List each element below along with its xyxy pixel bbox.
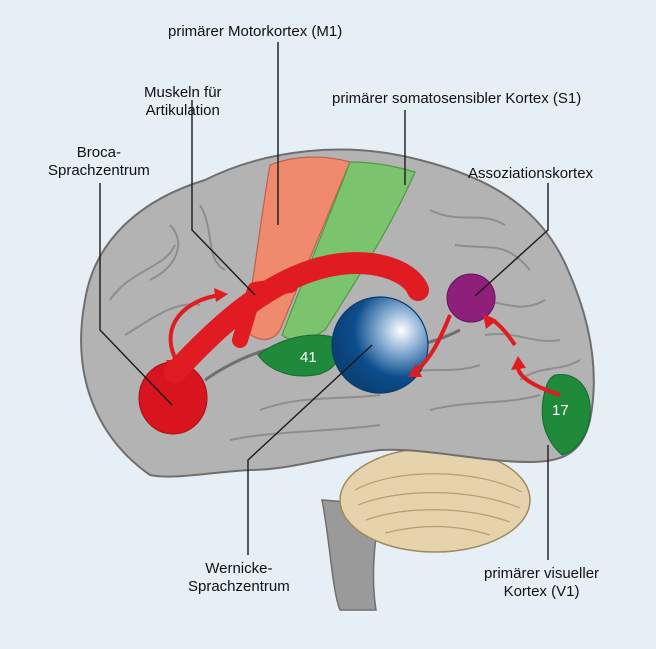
- area-number-41: 41: [300, 349, 317, 366]
- label-broca-line1: Broca-: [48, 144, 150, 162]
- label-articulation-muscles: Muskeln für Artikulation: [144, 84, 222, 120]
- label-motor-cortex: primärer Motorkortex (M1): [168, 23, 342, 41]
- wernicke-area: [332, 297, 428, 393]
- area-number-17: 17: [552, 402, 569, 419]
- cerebellum: [340, 448, 530, 552]
- label-wernicke-line1: Wernicke-: [188, 560, 290, 578]
- label-association-cortex: Assoziationskortex: [468, 165, 593, 183]
- label-somatosensory-cortex: primärer somatosensibler Kortex (S1): [332, 90, 581, 108]
- label-articulation-line1: Muskeln für: [144, 84, 222, 102]
- label-articulation-line2: Artikulation: [144, 102, 222, 120]
- label-wernicke: Wernicke- Sprachzentrum: [188, 560, 290, 596]
- label-broca: Broca- Sprachzentrum: [48, 144, 150, 180]
- label-visual-cortex: primärer visueller Kortex (V1): [484, 565, 599, 601]
- association-cortex-area: [447, 274, 495, 322]
- label-visual-line1: primärer visueller: [484, 565, 599, 583]
- label-broca-line2: Sprachzentrum: [48, 162, 150, 180]
- label-visual-line2: Kortex (V1): [484, 583, 599, 601]
- label-wernicke-line2: Sprachzentrum: [188, 578, 290, 596]
